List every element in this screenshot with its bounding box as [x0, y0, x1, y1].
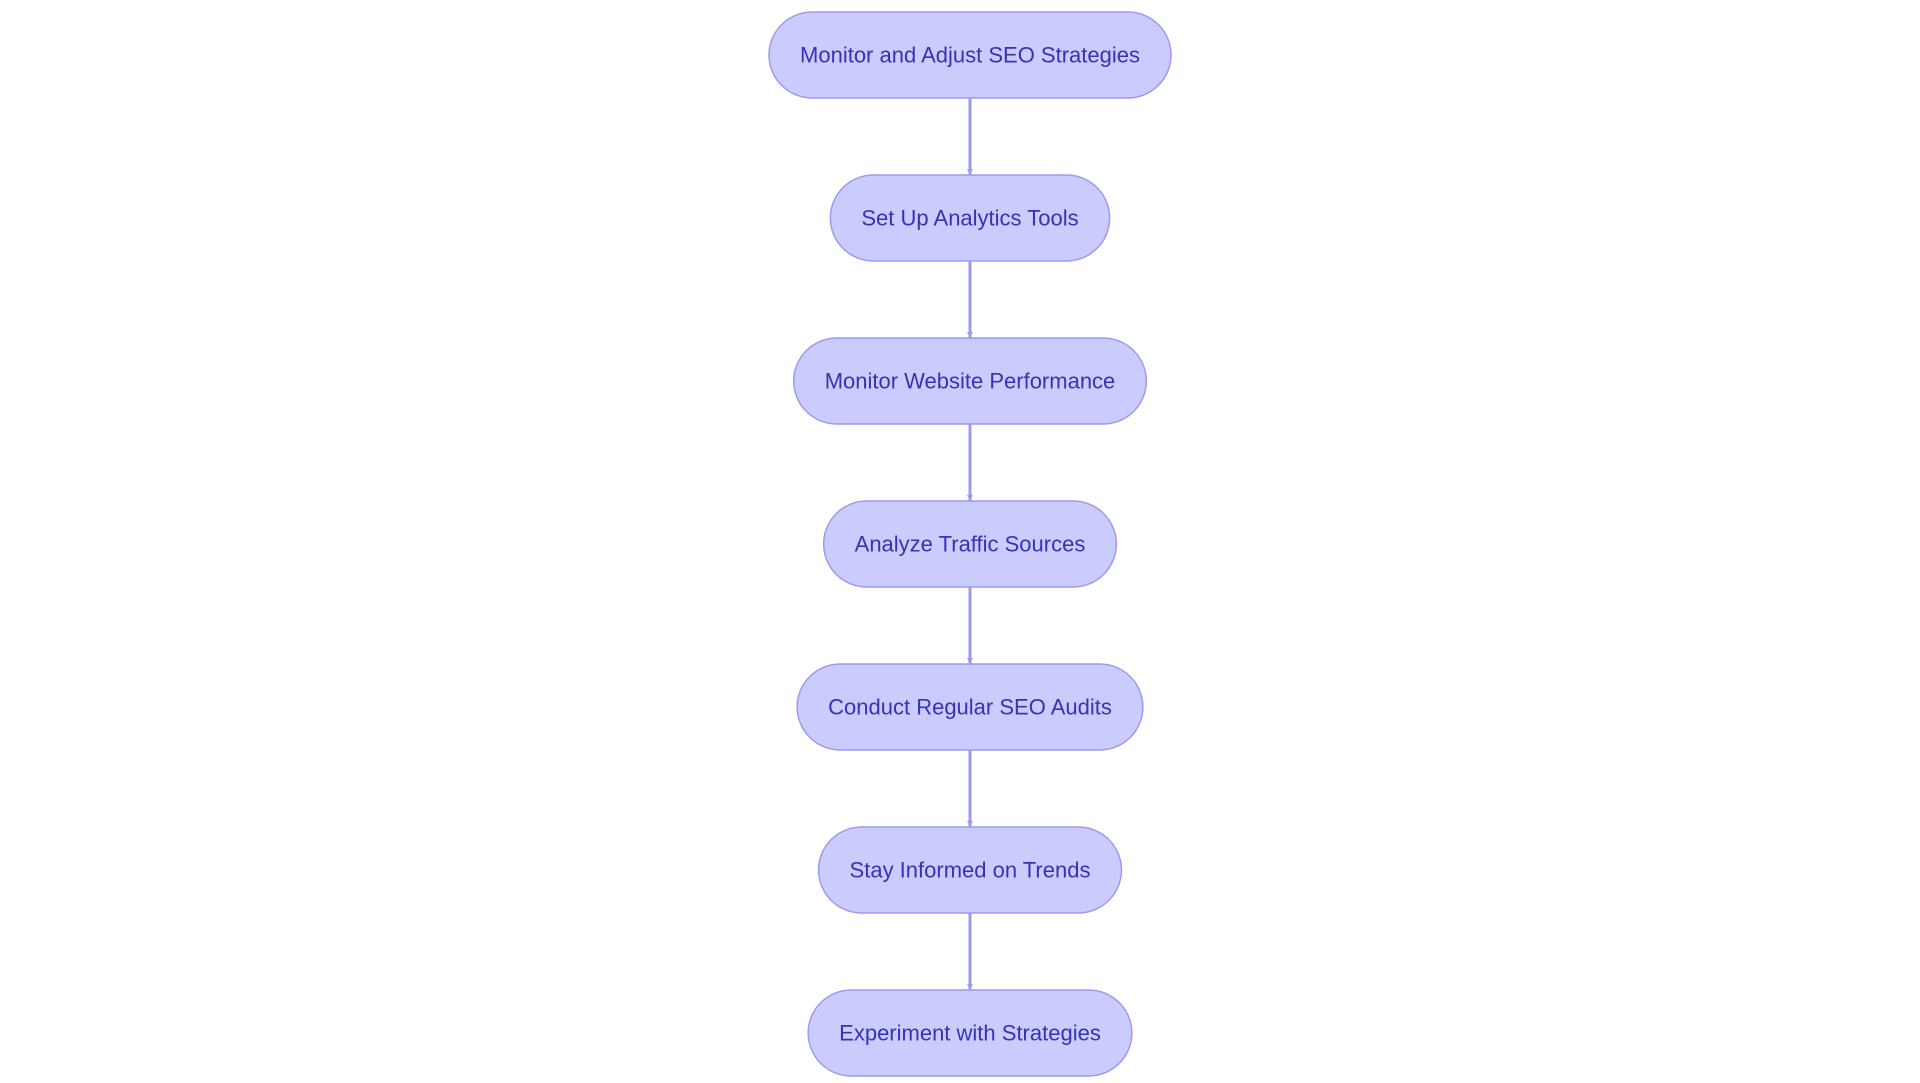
flow-node-label: Stay Informed on Trends [850, 858, 1091, 883]
flow-node-shape [807, 989, 1133, 1077]
flow-node-label: Experiment with Strategies [839, 1021, 1101, 1046]
flow-node-label: Conduct Regular SEO Audits [828, 695, 1112, 720]
flow-node-shape [822, 500, 1118, 588]
flow-node-n5: Conduct Regular SEO Audits [796, 663, 1144, 751]
flow-node-n6: Stay Informed on Trends [817, 826, 1123, 914]
flow-node-n7: Experiment with Strategies [807, 989, 1133, 1077]
flow-node-shape [796, 663, 1144, 751]
flow-node-n4: Analyze Traffic Sources [822, 500, 1118, 588]
flow-node-label: Set Up Analytics Tools [861, 206, 1078, 231]
flow-node-n1: Monitor and Adjust SEO Strategies [768, 11, 1172, 99]
flow-node-shape [768, 11, 1172, 99]
flow-node-shape [829, 174, 1111, 262]
flow-node-shape [817, 826, 1123, 914]
flow-node-n3: Monitor Website Performance [792, 337, 1148, 425]
flow-node-label: Monitor Website Performance [825, 369, 1116, 394]
flow-node-label: Monitor and Adjust SEO Strategies [800, 43, 1140, 68]
flow-node-label: Analyze Traffic Sources [855, 532, 1086, 557]
flow-node-n2: Set Up Analytics Tools [829, 174, 1111, 262]
flow-node-shape [792, 337, 1148, 425]
